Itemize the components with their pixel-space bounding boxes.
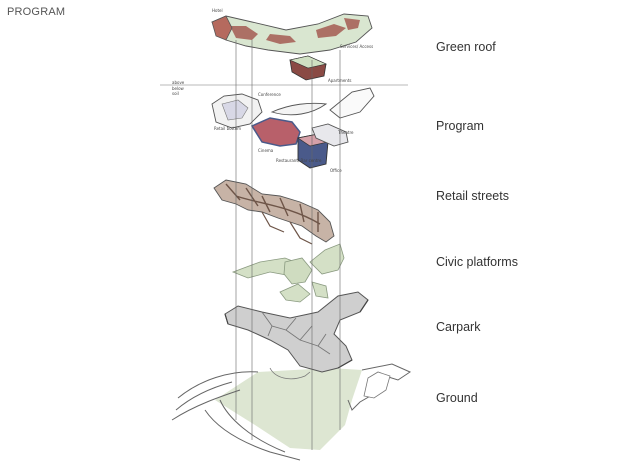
ground-layer bbox=[171, 363, 412, 461]
annotation-apartments: Apartments bbox=[328, 78, 352, 83]
ground-road-inner bbox=[171, 381, 241, 421]
green-roof-layer bbox=[211, 13, 373, 81]
annotation-hotel: Hotel bbox=[212, 8, 223, 13]
ground-ramp bbox=[269, 367, 311, 380]
layer-label-retail-streets: Retail streets bbox=[436, 189, 509, 203]
annotation-theatre: Theatre bbox=[338, 130, 354, 135]
carpark-edge bbox=[224, 299, 369, 369]
annotation-restaurant: Restaurant/ Bar centre bbox=[276, 158, 322, 163]
program-retail-lens bbox=[270, 102, 328, 116]
retail-street-branch bbox=[261, 211, 313, 245]
annotation-level-below: below bbox=[172, 86, 184, 91]
program-layer bbox=[211, 87, 375, 169]
carpark-layer bbox=[224, 291, 369, 373]
program-theatre-block bbox=[311, 123, 349, 147]
annotation-retail-bottom: Retail bottom bbox=[214, 126, 242, 131]
civic-platform-centre bbox=[283, 257, 313, 285]
annotation-level-above: above bbox=[172, 80, 185, 85]
layer-label-green-roof: Green roof bbox=[436, 40, 496, 54]
carpark-ramps bbox=[261, 311, 331, 355]
civic-platforms-layer bbox=[231, 243, 345, 303]
green-roof-apartments-top bbox=[289, 55, 327, 69]
ground-curve-south bbox=[204, 399, 301, 461]
annotation-services: Services/ Access bbox=[340, 44, 374, 49]
annotation-conference: Conference bbox=[258, 92, 281, 97]
layer-label-civic-platforms: Civic platforms bbox=[436, 255, 518, 269]
program-conference-detail bbox=[221, 99, 249, 121]
layer-label-program: Program bbox=[436, 119, 484, 133]
civic-platform-east bbox=[309, 243, 345, 275]
green-roof-hotel bbox=[211, 15, 233, 41]
carpark-slab bbox=[224, 291, 369, 373]
annotation-level-soil: soil bbox=[172, 91, 179, 96]
green-roof-pattern bbox=[230, 18, 360, 44]
retail-street-network bbox=[213, 179, 335, 243]
page-title: PROGRAM bbox=[7, 6, 66, 18]
program-floating-slab bbox=[329, 87, 375, 119]
retail-streets-layer bbox=[213, 179, 335, 245]
layer-label-ground: Ground bbox=[436, 391, 478, 405]
ground-road-outer bbox=[177, 371, 259, 399]
civic-platform-south bbox=[279, 281, 329, 303]
projection-lines bbox=[235, 40, 341, 450]
annotation-office: Office bbox=[330, 168, 342, 173]
program-cinema-block bbox=[250, 117, 301, 147]
ground-east-detail bbox=[363, 371, 391, 399]
layer-label-carpark: Carpark bbox=[436, 320, 481, 334]
annotation-cinema: Cinema bbox=[258, 148, 274, 153]
